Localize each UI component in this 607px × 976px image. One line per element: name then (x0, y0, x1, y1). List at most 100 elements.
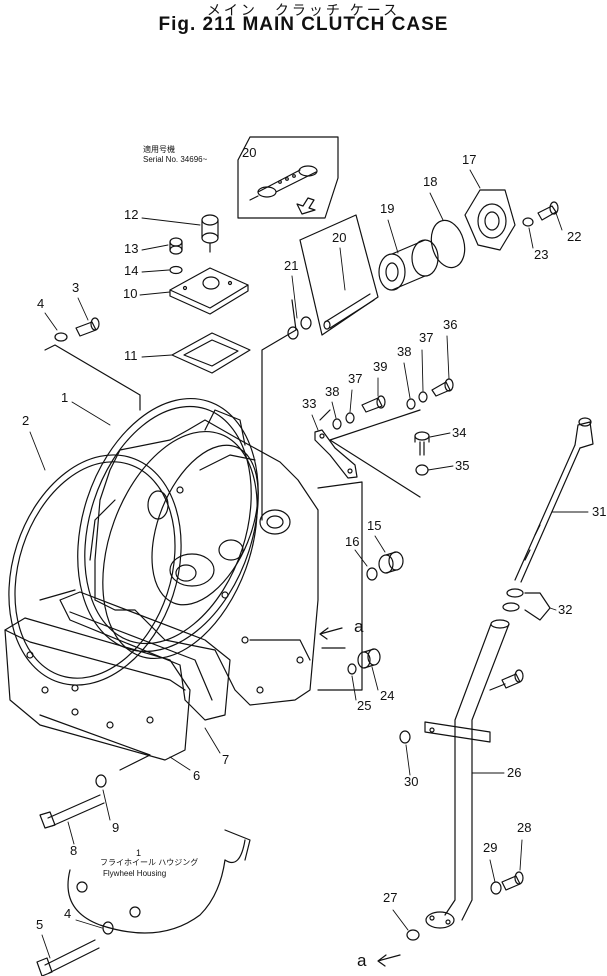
washer-37-left (345, 412, 355, 424)
o-ring-27 (406, 929, 420, 941)
callout-number: 6 (193, 768, 200, 783)
callout-leader (528, 227, 534, 249)
arrow-a-upper (319, 627, 343, 640)
view-marker-a: a (357, 951, 367, 970)
callout-number: 10 (123, 286, 137, 301)
gasket-ring-inner (14, 461, 176, 679)
callout-leader (549, 607, 557, 611)
callout-leader (354, 549, 368, 567)
callout-leader (429, 192, 444, 221)
callout-number: 38 (397, 344, 411, 359)
callout-leader (71, 401, 111, 426)
callout-leader (102, 789, 111, 821)
washer-14 (169, 265, 183, 275)
callout-number: 19 (380, 201, 394, 216)
o-ring-bracket (524, 592, 551, 621)
callout-leader (311, 414, 319, 431)
o-ring-32-b (502, 602, 520, 612)
callout-number: 18 (423, 174, 437, 189)
o-ring-32-a (506, 588, 524, 598)
callout-number: 36 (443, 317, 457, 332)
callout-number: 1 (61, 390, 68, 405)
washer-38-left (332, 418, 342, 430)
callout-layer: 1234567891011121314151617181920202122232… (22, 145, 606, 970)
callout-leader (204, 727, 221, 754)
nut-21 (300, 316, 312, 330)
bolt-5 (36, 939, 100, 976)
serial-variant-box (237, 136, 339, 219)
view-marker-a: a (354, 617, 364, 636)
callout-leader (371, 666, 379, 691)
bolt-8 (39, 794, 105, 829)
washer-30 (399, 730, 411, 744)
callout-leader (392, 909, 409, 931)
o-ring-18 (430, 219, 466, 269)
bolt-3 (75, 317, 100, 337)
callout-number: 12 (124, 207, 138, 222)
callout-number: 17 (462, 152, 476, 167)
callout-number: 32 (558, 602, 572, 617)
stud-bracket-outline (299, 214, 379, 336)
bolt-39 (361, 395, 386, 413)
callout-number: 26 (507, 765, 521, 780)
housing-flange (77, 398, 259, 652)
washer-37-right (418, 391, 428, 403)
bolt-upper-tube (501, 669, 524, 689)
bolt-34 (414, 431, 430, 456)
callout-number: 11 (124, 348, 138, 363)
gasket-11 (171, 332, 251, 374)
callout-number: 4 (64, 906, 71, 921)
callout-number: 34 (452, 425, 466, 440)
callout-number: 4 (37, 296, 44, 311)
callout-number: 2 (22, 413, 29, 428)
washer-23 (522, 217, 534, 227)
stud-20 (323, 293, 375, 330)
callout-leader (77, 297, 89, 321)
callout-leader (75, 919, 103, 929)
callout-number: 16 (345, 534, 359, 549)
filter-element-variant (249, 165, 318, 201)
washer-21 (287, 326, 299, 340)
callout-leader (403, 362, 411, 399)
callout-number: 20 (242, 145, 256, 160)
callout-number: 23 (534, 247, 548, 262)
bolt-36 (431, 378, 454, 397)
filter-19 (378, 239, 439, 291)
callout-leader (421, 349, 424, 392)
washer-9 (95, 774, 107, 788)
serial-note: Serial No. 34696~ (143, 155, 208, 164)
callout-number: 5 (36, 917, 43, 932)
title-japanese: メイン クラッチ ケース (206, 2, 401, 18)
callout-leader (141, 354, 173, 358)
guide-tube-26 (424, 619, 510, 921)
callout-number: 22 (567, 229, 581, 244)
washer-38-right (406, 398, 416, 410)
callout-leader (41, 934, 51, 959)
callout-number: 37 (348, 371, 362, 386)
callout-leader (44, 312, 58, 331)
callout-leader (67, 821, 75, 845)
bracket-33 (314, 429, 358, 479)
plug-13 (169, 237, 183, 255)
callout-leader (141, 217, 201, 226)
callout-number: 8 (70, 843, 77, 858)
callout-leader (374, 535, 386, 553)
callout-leader (351, 675, 357, 701)
callout-leader (555, 212, 563, 231)
callout-number: 27 (383, 890, 397, 905)
callout-number: 30 (404, 774, 418, 789)
callout-leader (169, 756, 191, 771)
callout-number: 21 (284, 258, 298, 273)
callout-number: 25 (357, 698, 371, 713)
gasket-ring (8, 454, 182, 686)
breather-12 (201, 214, 219, 253)
callout-number: 37 (419, 330, 433, 345)
cover-10 (169, 267, 249, 315)
callout-number: 20 (332, 230, 346, 245)
bracket-leader (261, 299, 297, 521)
cover-plate-6 (4, 617, 191, 761)
callout-leader (349, 389, 353, 413)
callout-leader (469, 169, 481, 189)
callout-leader (387, 219, 399, 254)
